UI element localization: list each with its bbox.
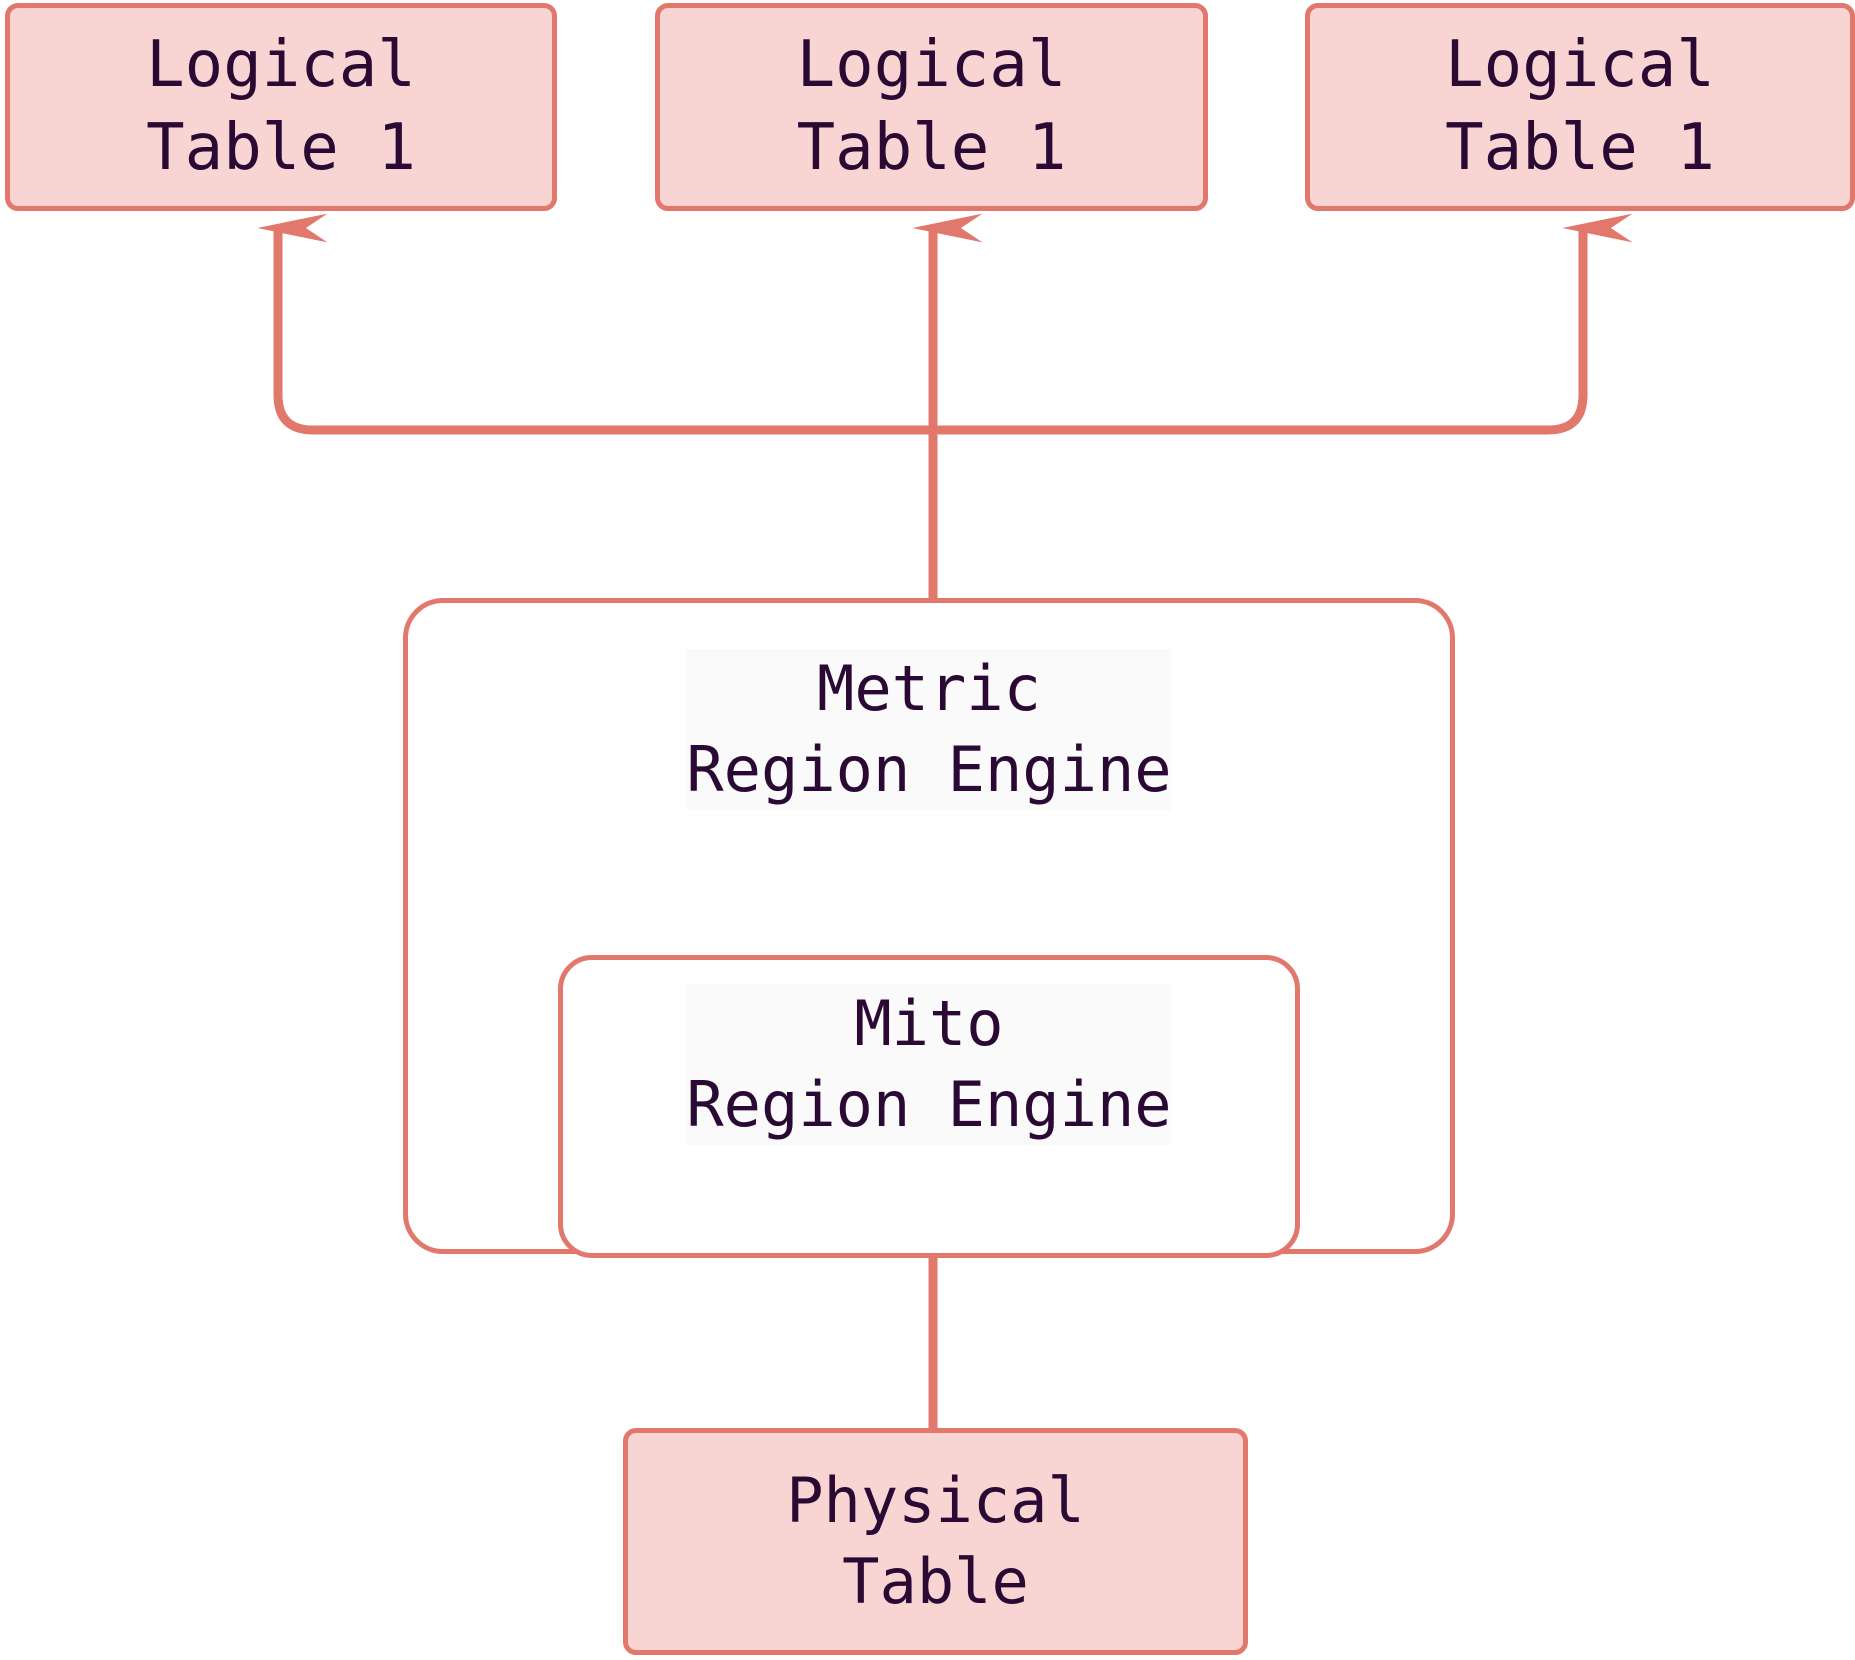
node-metric-region-engine-label: Metric Region Engine	[686, 649, 1172, 811]
node-logical-table-2-label: Logical Table 1	[796, 27, 1067, 185]
edge-metric-to-logical-table-1	[257, 213, 933, 435]
node-logical-table-1-label: Logical Table 1	[146, 27, 416, 185]
node-mito-region-engine[interactable]: Mito Region Engine	[558, 955, 1300, 1258]
node-logical-table-3-label: Logical Table 1	[1445, 27, 1715, 185]
node-logical-table-1[interactable]: Logical Table 1	[5, 3, 557, 211]
node-logical-table-3[interactable]: Logical Table 1	[1305, 3, 1855, 211]
node-metric-region-engine[interactable]: Metric Region Engine	[403, 598, 1455, 1254]
node-mito-region-engine-label: Mito Region Engine	[686, 984, 1172, 1146]
edge-metric-to-logical-table-3	[933, 213, 1633, 435]
node-physical-table[interactable]: Physical Table	[623, 1428, 1248, 1655]
node-logical-table-2[interactable]: Logical Table 1	[655, 3, 1208, 211]
node-physical-table-label: Physical Table	[786, 1463, 1085, 1618]
